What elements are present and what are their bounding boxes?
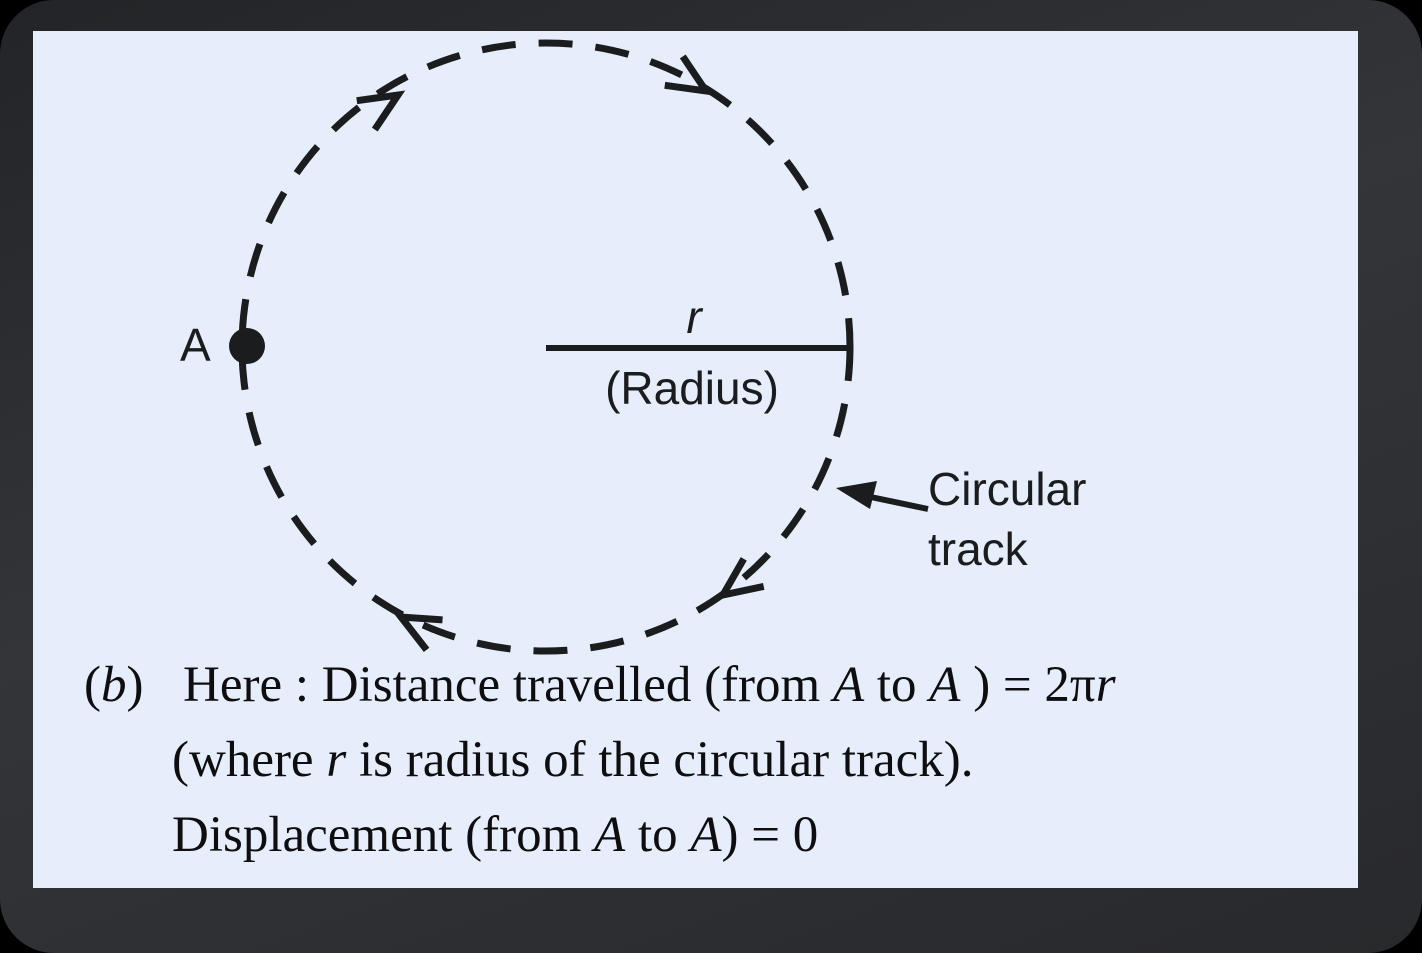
- track-arrowhead-bottom-right-icon: [716, 557, 765, 601]
- caption-line-3: Displacement (from A to A) = 0: [172, 807, 819, 863]
- circular-track-label-line2: track: [928, 523, 1028, 575]
- figure-panel: [33, 31, 1358, 888]
- caption-line-1-text: Here : Distance travelled (from A to A )…: [183, 657, 1116, 713]
- caption-line-2: (where r is radius of the circular track…: [172, 732, 974, 788]
- radius-symbol-label: r: [686, 291, 702, 343]
- track-callout-arrowhead-icon: [836, 481, 877, 509]
- radius-caption-label: (Radius): [605, 362, 779, 414]
- track-arrowhead-top-right-icon: [664, 54, 714, 96]
- point-a-dot: [229, 328, 265, 364]
- track-arrowhead-top-left-icon: [356, 90, 406, 132]
- circular-track-label: Circular track: [928, 459, 1086, 579]
- caption-line-1: (b) Here : Distance travelled (from A to …: [84, 656, 1116, 714]
- point-a-label: A: [180, 319, 211, 371]
- circular-track-label-line1: Circular: [928, 463, 1087, 515]
- caption-item-marker: (b): [84, 657, 144, 713]
- track-callout-arrow-shaft: [865, 493, 929, 512]
- track-arrowhead-bottom-left-icon: [393, 612, 443, 652]
